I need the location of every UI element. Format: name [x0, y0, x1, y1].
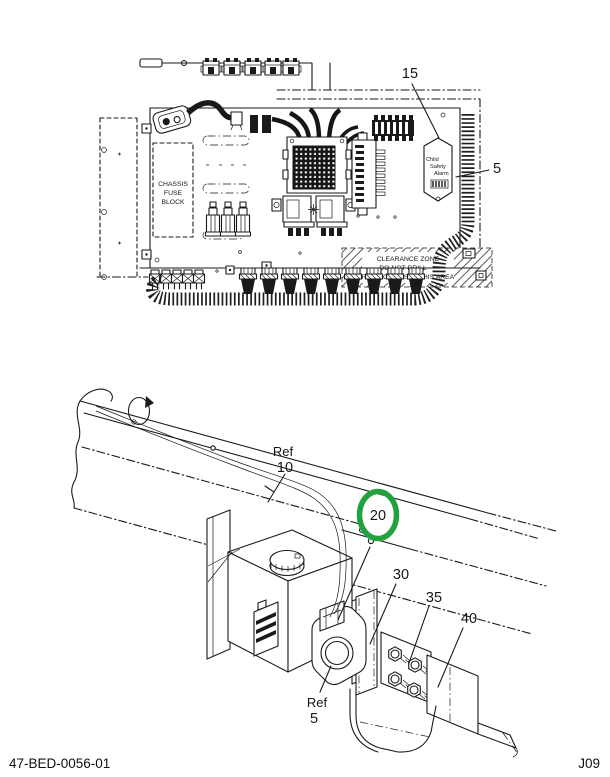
- wire-loom: [146, 114, 475, 306]
- ground-strap-bracket: [152, 100, 271, 134]
- callout-ref-5: Ref 5: [307, 665, 332, 727]
- chassis-fuse-block-label-3: BLOCK: [161, 199, 185, 206]
- circuit-breaker: [234, 201, 252, 237]
- connector-bank: [372, 115, 414, 141]
- callout-ref5-ref: Ref: [307, 695, 328, 710]
- callout-15: 15: [402, 66, 440, 139]
- chassis-fuse-block-label-2: FUSE: [164, 190, 183, 197]
- bolt-plate: [380, 631, 432, 704]
- circuit-breaker: [219, 201, 237, 237]
- callout-20-label: 20: [370, 508, 386, 524]
- plug-terminal: [139, 58, 163, 68]
- callout-40-label: 40: [461, 611, 477, 627]
- page-code: J09: [578, 756, 600, 771]
- chassis-fuse-block-label-1: CHASSIS: [158, 181, 188, 188]
- harness-wires: [95, 405, 347, 618]
- document-number: 47-BED-0056-01: [9, 756, 111, 771]
- central-fuse-module: [271, 107, 365, 194]
- alarm-label-2: Safety: [430, 164, 446, 170]
- callout-40: 40: [437, 611, 477, 688]
- callout-35-label: 35: [426, 590, 442, 606]
- item-20-highlight-oval: [356, 488, 400, 542]
- slots-and-breakers: [202, 135, 252, 240]
- relays: [271, 195, 356, 236]
- figure-reservoir-mounting: Ref 10 20 30 35 40 Ref 5: [71, 388, 557, 758]
- callout-20: 20: [337, 488, 400, 621]
- alarm-label-3: Alarm: [434, 171, 449, 177]
- callout-ref-10: Ref 10: [264, 444, 294, 503]
- callout-30-label: 30: [393, 567, 409, 583]
- clearance-label-1: CLEARANCE ZONE: [377, 256, 440, 263]
- left-mounting-strip: [99, 117, 138, 280]
- chassis-fuse-block: CHASSIS FUSE BLOCK: [152, 142, 194, 238]
- figure-electrical-panel: CHASSIS FUSE BLOCK: [96, 57, 501, 306]
- callout-ref10-num: 10: [277, 460, 293, 476]
- child-safety-alarm-tag: Child Safety Alarm: [423, 137, 453, 202]
- callout-35: 35: [408, 590, 442, 664]
- callout-5-top: 5: [455, 161, 501, 178]
- callout-ref5-num: 5: [310, 711, 318, 727]
- bottom-connector-row: [139, 265, 481, 295]
- callout-15-label: 15: [402, 66, 418, 82]
- callout-30: 30: [369, 567, 409, 645]
- support-bracket: [349, 688, 437, 753]
- top-connector-row: [139, 57, 302, 76]
- callout-5-label: 5: [493, 161, 501, 177]
- harness-wires: [271, 107, 342, 141]
- washer-pump: [311, 600, 367, 686]
- circuit-breaker: [204, 201, 222, 237]
- callout-ref10-ref: Ref: [273, 444, 294, 459]
- reservoir-bracket: [206, 509, 231, 660]
- cable-clamp: [127, 396, 154, 426]
- alarm-label-1: Child: [426, 157, 439, 163]
- angle-bracket: [426, 654, 519, 758]
- pin-strip: [351, 132, 386, 216]
